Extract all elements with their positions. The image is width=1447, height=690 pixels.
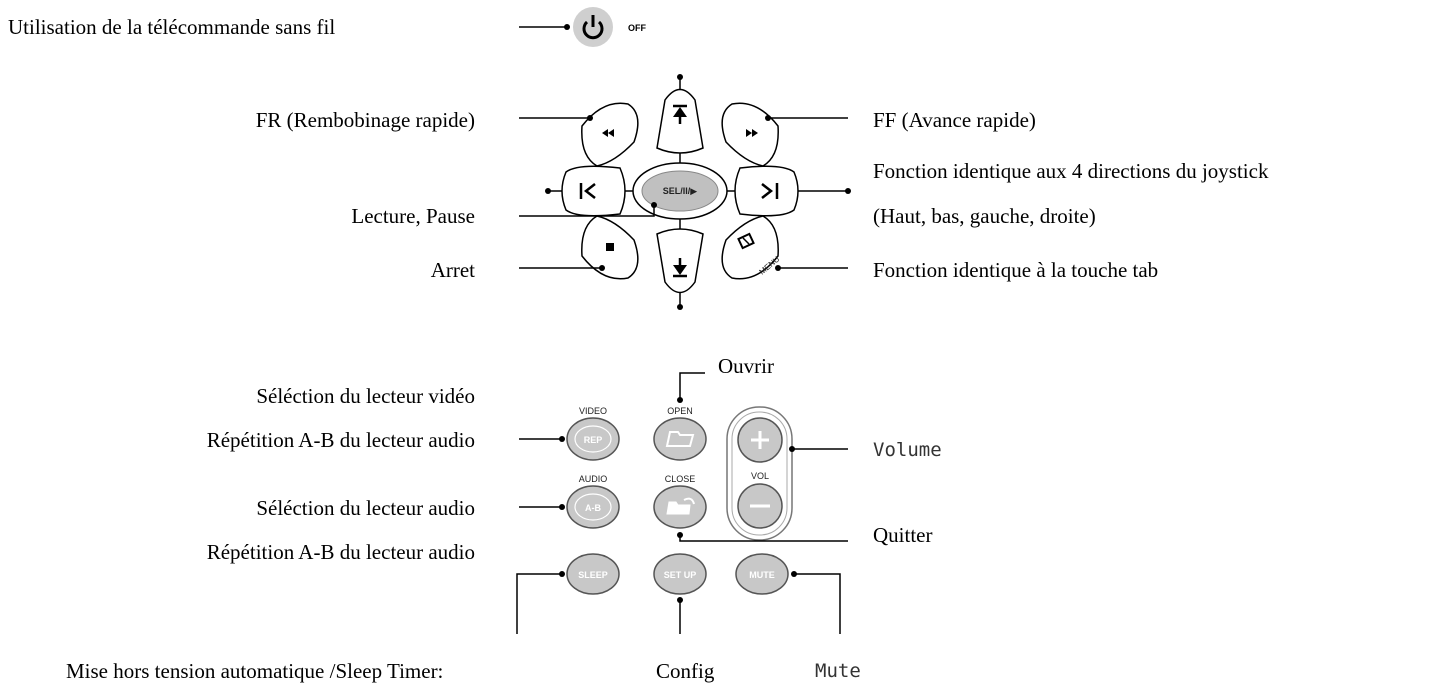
mute-label: MUTE bbox=[749, 570, 775, 580]
skip-previous-button[interactable] bbox=[561, 165, 626, 217]
rewind-button[interactable] bbox=[581, 102, 639, 167]
mute-button[interactable]: MUTE bbox=[735, 553, 789, 595]
setup-button[interactable]: SET UP bbox=[653, 553, 707, 595]
leader-dot bbox=[564, 24, 570, 30]
label-joystick-line1: Fonction identique aux 4 directions du j… bbox=[873, 159, 1269, 183]
off-caption: OFF bbox=[628, 23, 646, 33]
vol-caption: VOL bbox=[751, 471, 769, 481]
label-mute: Mute bbox=[815, 660, 861, 682]
label-joystick-line2: (Haut, bas, gauche, droite) bbox=[873, 204, 1096, 228]
close-button[interactable] bbox=[653, 485, 707, 529]
label-quit: Quitter bbox=[873, 523, 933, 547]
label-config: Config bbox=[656, 659, 715, 683]
label-wireless: Utilisation de la télécommande sans fil bbox=[8, 15, 336, 39]
volume-down-button[interactable] bbox=[737, 483, 783, 529]
ab-label: A-B bbox=[585, 503, 601, 513]
label-stop: Arret bbox=[430, 258, 475, 282]
skip-previous-icon bbox=[579, 183, 596, 199]
leader-line-sleep bbox=[516, 573, 562, 634]
fast-forward-icon bbox=[746, 129, 758, 137]
label-rep-audio-1: Répétition A-B du lecteur audio bbox=[206, 428, 475, 452]
label-ff: FF (Avance rapide) bbox=[873, 108, 1036, 132]
ab-button[interactable]: A-B bbox=[566, 485, 620, 529]
audio-caption: AUDIO bbox=[579, 474, 608, 484]
video-caption: VIDEO bbox=[579, 406, 607, 416]
label-rep-audio-2: Répétition A-B du lecteur audio bbox=[206, 540, 475, 564]
rep-button[interactable]: REP bbox=[566, 417, 620, 461]
arrow-up-icon bbox=[673, 104, 687, 124]
arrow-down-icon bbox=[673, 258, 687, 278]
rep-label: REP bbox=[584, 435, 603, 445]
open-button[interactable] bbox=[653, 417, 707, 461]
label-audio-select: Séléction du lecteur audio bbox=[256, 496, 475, 520]
leader-line-play-pause bbox=[519, 205, 655, 217]
down-button[interactable] bbox=[656, 228, 704, 294]
label-tab: Fonction identique à la touche tab bbox=[873, 258, 1159, 282]
label-fr: FR (Rembobinage rapide) bbox=[255, 108, 475, 132]
close-caption: CLOSE bbox=[665, 474, 696, 484]
menu-button[interactable]: MENU bbox=[721, 215, 782, 280]
power-icon bbox=[582, 15, 604, 40]
fast-forward-button[interactable] bbox=[721, 102, 779, 167]
sleep-label: SLEEP bbox=[578, 570, 608, 580]
up-button[interactable] bbox=[656, 88, 704, 154]
setup-label: SET UP bbox=[664, 570, 697, 580]
leader-line-open bbox=[679, 372, 705, 400]
folder-open-icon bbox=[665, 431, 695, 447]
label-sleep-timer: Mise hors tension automatique /Sleep Tim… bbox=[66, 659, 444, 683]
label-play-pause: Lecture, Pause bbox=[351, 204, 475, 228]
plus-icon bbox=[751, 431, 769, 449]
label-video-select: Séléction du lecteur vidéo bbox=[256, 384, 475, 408]
label-volume: Volume bbox=[873, 439, 942, 461]
open-caption: OPEN bbox=[667, 406, 693, 416]
sel-caption: SEL/II/▶ bbox=[663, 186, 698, 196]
volume-up-button[interactable] bbox=[737, 417, 783, 463]
menu-icon bbox=[737, 232, 755, 250]
leader-line-mute bbox=[794, 573, 841, 634]
select-play-pause-button[interactable]: SEL/II/▶ bbox=[632, 162, 728, 220]
power-button[interactable] bbox=[573, 7, 613, 47]
skip-next-button[interactable] bbox=[734, 165, 799, 217]
stop-button[interactable] bbox=[581, 215, 639, 280]
skip-next-icon bbox=[761, 183, 779, 199]
sleep-button[interactable]: SLEEP bbox=[566, 553, 620, 595]
stop-icon bbox=[606, 243, 614, 251]
folder-close-icon bbox=[666, 497, 695, 515]
rewind-icon bbox=[602, 129, 614, 137]
label-open: Ouvrir bbox=[718, 354, 774, 378]
